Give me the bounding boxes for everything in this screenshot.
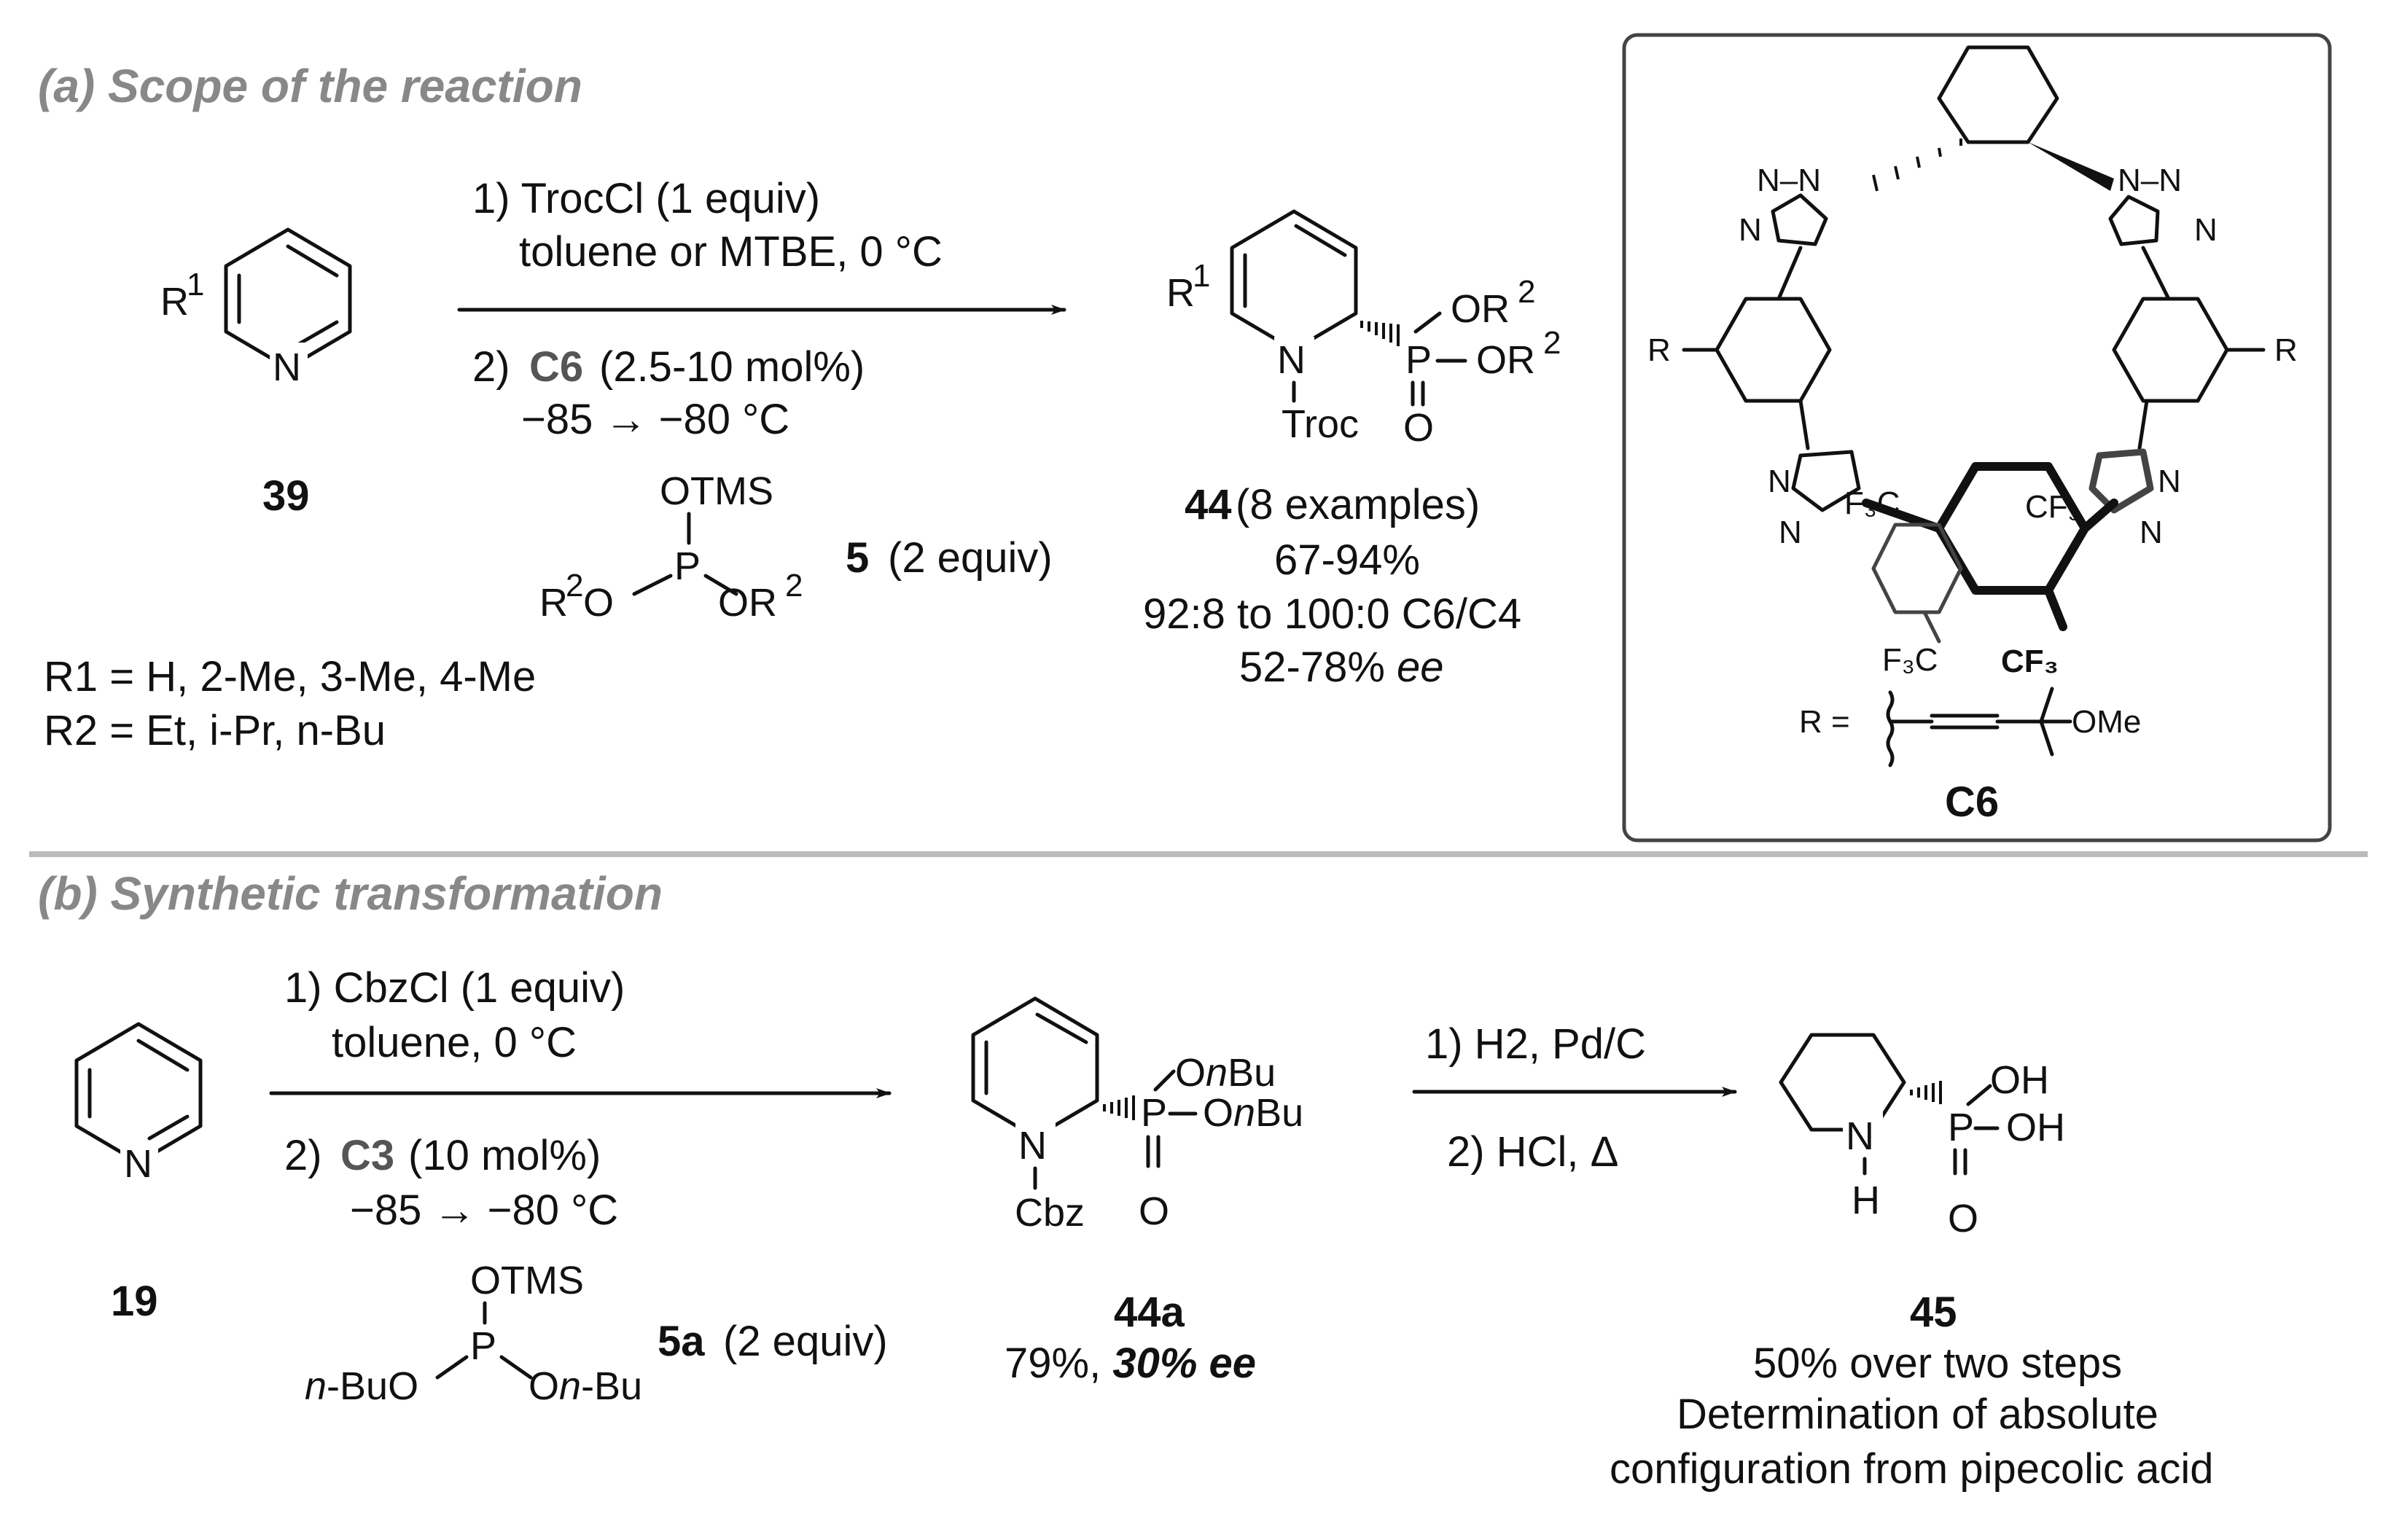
svg-text:R: R xyxy=(160,280,189,324)
compound-44a-label: 44a xyxy=(1114,1289,1185,1336)
a-step1: 1) TrocCl (1 equiv) xyxy=(472,175,820,222)
b-step1: 1) CbzCl (1 equiv) xyxy=(284,964,625,1012)
svg-text:P: P xyxy=(470,1324,496,1368)
svg-text:R: R xyxy=(539,581,568,625)
svg-text:CF₃: CF₃ xyxy=(2001,644,2059,679)
svg-text:N: N xyxy=(1018,1124,1047,1168)
svg-text:N: N xyxy=(1739,212,1762,248)
svg-text:n-BuO: n-BuO xyxy=(305,1364,418,1408)
svg-text:OnBu: OnBu xyxy=(1175,1051,1276,1095)
b-step2-loading: (10 mol%) xyxy=(408,1132,601,1179)
svg-text:OH: OH xyxy=(1990,1058,2049,1102)
svg-text:N: N xyxy=(2140,515,2163,550)
reagent-5-label: 5 xyxy=(846,534,869,582)
svg-text:F₃C: F₃C xyxy=(1882,642,1938,678)
svg-text:N: N xyxy=(1768,464,1791,499)
reagent-5a-label: 5a xyxy=(658,1318,705,1365)
compound-44-ee: 52-78% ee xyxy=(1239,644,1444,691)
svg-text:On-Bu: On-Bu xyxy=(528,1364,642,1408)
svg-text:P: P xyxy=(674,544,701,588)
b-step2-number: 2) xyxy=(284,1132,322,1179)
svg-text:Cbz: Cbz xyxy=(1015,1191,1085,1235)
svg-text:N: N xyxy=(1846,1114,1874,1158)
compound-45-label: 45 xyxy=(1910,1289,1957,1336)
catalyst-box xyxy=(1622,33,2332,843)
svg-text:1: 1 xyxy=(187,267,204,302)
svg-text:N: N xyxy=(2158,464,2181,499)
svg-text:R: R xyxy=(1166,271,1195,315)
phosphite-5a-structure: OTMS P n-BuO On-Bu xyxy=(305,1259,642,1408)
svg-text:N–N: N–N xyxy=(2118,163,2182,198)
svg-text:2: 2 xyxy=(1518,274,1535,310)
svg-text:F₃C: F₃C xyxy=(1844,485,1900,521)
svg-text:O: O xyxy=(583,581,614,625)
svg-text:O: O xyxy=(1403,406,1434,450)
b-step4: 2) HCl, Δ xyxy=(1447,1128,1618,1176)
svg-text:2: 2 xyxy=(785,568,803,603)
svg-text:P: P xyxy=(1405,338,1432,382)
svg-text:R: R xyxy=(2274,332,2298,368)
svg-text:R: R xyxy=(1647,332,1671,368)
svg-text:N: N xyxy=(273,345,301,389)
dihydropyridine-44-structure: N Troc R 1 P OR 2 OR 2 O xyxy=(1166,209,1561,450)
panel-a-header: (a) Scope of the reaction xyxy=(38,60,582,112)
a-step1-conditions: toluene or MTBE, 0 °C xyxy=(519,228,943,275)
svg-text:N: N xyxy=(1277,338,1306,382)
b-step2-temperature: −85 → −80 °C xyxy=(350,1187,618,1234)
catalyst-c6-label: C6 xyxy=(1945,778,1999,826)
svg-text:OH: OH xyxy=(2006,1106,2065,1149)
dihydropyridine-44a-structure: N Cbz P OnBu OnBu O xyxy=(971,996,1303,1235)
svg-text:OR: OR xyxy=(718,581,777,625)
a-step2-catalyst: C6 xyxy=(529,343,583,391)
compound-44-regioselectivity: 92:8 to 100:0 C6/C4 xyxy=(1143,590,1521,638)
panel-b-header: (b) Synthetic transformation xyxy=(38,867,663,920)
svg-text:OnBu: OnBu xyxy=(1203,1091,1303,1135)
svg-text:2: 2 xyxy=(1543,325,1561,361)
compound-45-note-2: configuration from pipecolic acid xyxy=(1610,1445,2214,1493)
svg-text:Troc: Troc xyxy=(1282,402,1359,446)
reagent-5-amount: (2 equiv) xyxy=(888,534,1053,582)
r1-scope: R1 = H, 2-Me, 3-Me, 4-Me xyxy=(44,653,536,700)
compound-44-yield: 67-94% xyxy=(1274,536,1420,584)
reagent-5a-amount: (2 equiv) xyxy=(723,1318,888,1365)
svg-text:N–N: N–N xyxy=(1757,163,1821,198)
svg-text:OTMS: OTMS xyxy=(660,469,773,513)
svg-text:OR: OR xyxy=(1451,287,1510,331)
compound-19-label: 19 xyxy=(111,1278,158,1325)
pyridine-39-structure: N R 1 xyxy=(160,227,352,389)
svg-text:N: N xyxy=(2194,212,2218,248)
svg-text:2: 2 xyxy=(566,568,583,603)
svg-text:O: O xyxy=(1139,1189,1169,1233)
compound-45-note-1: Determination of absolute xyxy=(1677,1391,2158,1438)
r2-scope: R2 = Et, i-Pr, n-Bu xyxy=(44,707,386,754)
compound-45-yield: 50% over two steps xyxy=(1753,1340,2122,1387)
catalyst-c6-structure: N–N N N–N N R R N N N N F₃C CF₃ xyxy=(1647,45,2298,767)
b-step2-catalyst: C3 xyxy=(340,1132,394,1179)
a-step2-temperature: −85 → −80 °C xyxy=(521,396,789,443)
svg-text:CF₃: CF₃ xyxy=(2025,489,2081,525)
svg-text:P: P xyxy=(1948,1106,1974,1149)
svg-text:OTMS: OTMS xyxy=(470,1259,584,1302)
svg-text:N: N xyxy=(124,1142,152,1186)
svg-text:OR: OR xyxy=(1476,338,1535,382)
b-step1-conditions: toluene, 0 °C xyxy=(332,1019,577,1066)
b-step3: 1) H2, Pd/C xyxy=(1425,1020,1646,1068)
compound-44-label: 44 xyxy=(1185,481,1232,528)
svg-text:H: H xyxy=(1852,1179,1880,1222)
phosphite-5-structure: OTMS P R 2 O OR 2 xyxy=(539,469,803,625)
svg-text:O: O xyxy=(1948,1197,1978,1240)
pyridine-19-structure: N xyxy=(74,1022,203,1186)
a-step2-number: 2) xyxy=(472,343,510,391)
svg-text:OMe: OMe xyxy=(2072,704,2141,740)
svg-text:1: 1 xyxy=(1193,258,1210,294)
catalyst-r-definition: R = xyxy=(1799,704,1850,740)
compound-44-examples: (8 examples) xyxy=(1236,481,1480,528)
svg-text:N: N xyxy=(1779,515,1802,550)
svg-text:P: P xyxy=(1141,1091,1167,1135)
piperidine-45-structure: N H P OH OH O xyxy=(1779,1033,2065,1240)
compound-39-label: 39 xyxy=(262,472,310,520)
a-step2-loading: (2.5-10 mol%) xyxy=(599,343,865,391)
compound-44a-result: 79%, 30% ee xyxy=(1005,1340,1256,1387)
